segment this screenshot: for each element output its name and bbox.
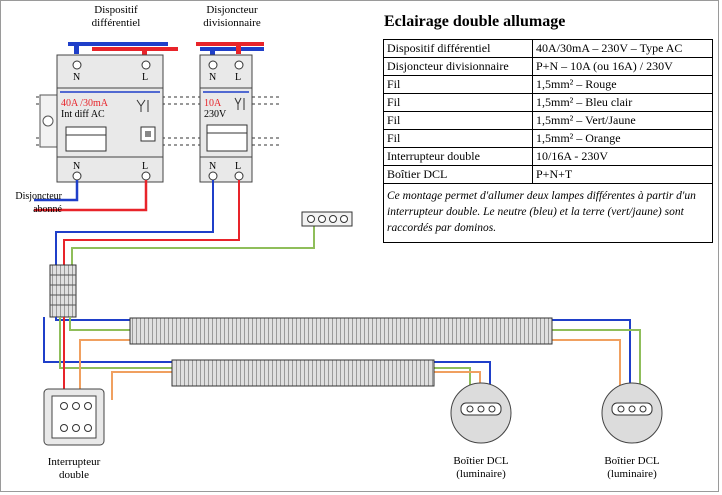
breaker-voltage: 230V	[204, 109, 227, 120]
supply-wires	[34, 180, 148, 212]
spec-value: P+N+T	[532, 165, 713, 184]
spec-item: Dispositif différentiel	[383, 39, 533, 58]
diff-type: Int diff AC	[61, 109, 105, 120]
description-note: Ce montage permet d'allumer deux lampes …	[383, 184, 713, 243]
spec-item: Disjoncteur divisionnaire	[383, 57, 533, 76]
label-dcl-1: Boîtier DCL (luminaire)	[453, 455, 509, 480]
diff-terminal-l-top: L	[142, 72, 148, 83]
dcl-box-1	[450, 382, 512, 444]
differential-device	[39, 54, 164, 183]
diff-terminal-n-bottom: N	[73, 161, 80, 172]
label-disjoncteur-abonne: Disjoncteur abonné	[15, 191, 62, 215]
spec-item: Boîtier DCL	[383, 165, 533, 184]
spec-value: 40A/30mA – 230V – Type AC	[532, 39, 713, 58]
spec-value: P+N – 10A (ou 16A) / 230V	[532, 57, 713, 76]
breaker-rating: 10A	[204, 98, 222, 109]
diff-terminal-l-bottom: L	[142, 161, 148, 172]
spec-item: Fil	[383, 129, 533, 148]
spec-value: 1,5mm² – Rouge	[532, 75, 713, 94]
conduit-lower	[171, 359, 435, 387]
diff-terminal-n-top: N	[73, 72, 80, 83]
spec-item: Fil	[383, 75, 533, 94]
busbars	[68, 42, 264, 55]
spec-item: Fil	[383, 111, 533, 130]
dcl-box-2	[601, 382, 663, 444]
breaker-outputs	[55, 180, 315, 266]
diagram-title: Eclairage double allumage	[384, 13, 566, 30]
spec-panel: Eclairage double allumage Dispositif dif…	[383, 8, 713, 243]
breaker-terminal-l-bottom: L	[235, 161, 241, 172]
label-differential: Dispositif différentiel	[91, 4, 141, 29]
spec-value: 1,5mm² – Bleu clair	[532, 93, 713, 112]
spec-value: 10/16A - 230V	[532, 147, 713, 166]
spec-value: 1,5mm² – Orange	[532, 129, 713, 148]
spec-item: Fil	[383, 93, 533, 112]
junction-block	[49, 264, 77, 318]
conduit-upper	[129, 317, 553, 345]
breaker-terminal-n-bottom: N	[209, 161, 216, 172]
breaker-terminal-l-top: L	[235, 72, 241, 83]
breaker-device	[199, 54, 253, 183]
spec-value: 1,5mm² – Vert/Jaune	[532, 111, 713, 130]
spec-item: Interrupteur double	[383, 147, 533, 166]
label-breaker: Disjoncteur divisionnaire	[203, 4, 261, 29]
label-switch: Interrupteur double	[47, 456, 101, 481]
double-switch	[43, 388, 105, 446]
breaker-terminal-n-top: N	[209, 72, 216, 83]
label-dcl-2: Boîtier DCL (luminaire)	[604, 455, 660, 480]
domino-connector	[301, 211, 353, 227]
diff-rating: 40A /30mA	[61, 98, 109, 109]
